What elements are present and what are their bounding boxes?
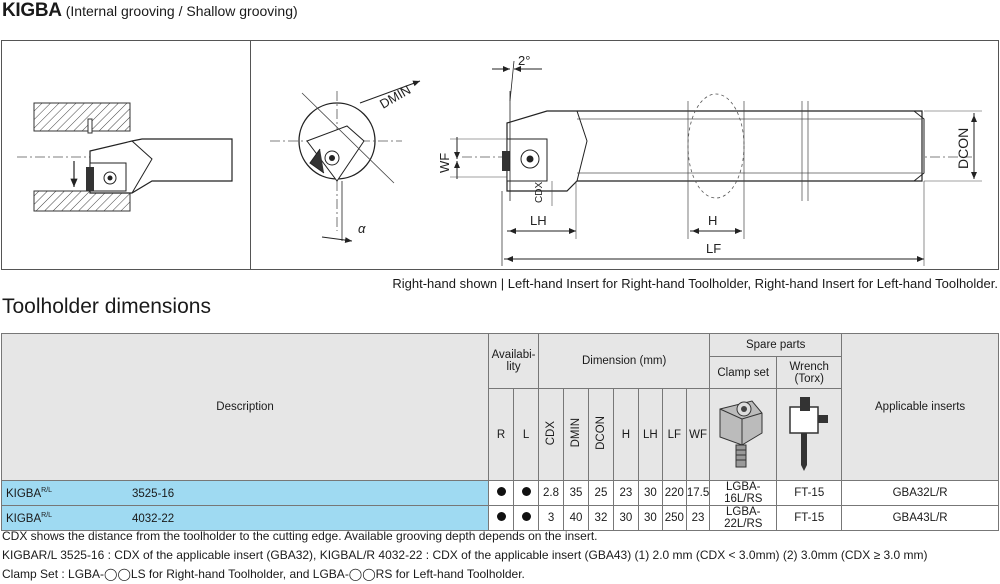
header-dimension: Dimension (mm) xyxy=(538,333,711,389)
header-availability-line2: lity xyxy=(506,361,521,373)
dcon-label: DCON xyxy=(955,128,971,169)
hand-suffix: R/L xyxy=(41,511,53,519)
header-wrench: Wrench (Torx) xyxy=(776,356,843,389)
note-1: CDX shows the distance from the toolhold… xyxy=(2,529,598,543)
availability-l xyxy=(513,505,540,531)
wf-cell: 17.5 xyxy=(685,480,711,506)
availability-dot-l xyxy=(521,487,531,496)
clamp-set-icon xyxy=(719,400,763,468)
header-spare-parts: Spare parts xyxy=(709,333,843,357)
header-dcon-cell: DCON xyxy=(587,388,614,481)
wrench-icon xyxy=(789,397,829,471)
side-view: 2° WF CDX LH H LF DCON xyxy=(437,53,982,266)
hand-suffix: R/L xyxy=(41,486,53,494)
model-name: KIGBA xyxy=(6,512,42,525)
header-l: L xyxy=(513,388,540,481)
header-lf: LF xyxy=(661,388,687,481)
dimensions-table: Description Availabi-lity Dimension (mm)… xyxy=(0,333,999,531)
page-header: KIGBA(Internal grooving / Shallow groovi… xyxy=(2,0,298,26)
availability-dot-l xyxy=(521,512,531,521)
notes: CDX shows the distance from the toolhold… xyxy=(2,527,928,584)
wf-cell: 23 xyxy=(685,505,711,531)
header-lh: LH xyxy=(637,388,663,481)
product-title: KIGBA xyxy=(2,0,62,21)
availability-r xyxy=(488,480,515,506)
description-cell: KIGBAR/L 3525-16 xyxy=(0,480,490,506)
dmin-label: DMIN xyxy=(377,82,413,112)
dmin-cell: 35 xyxy=(563,480,589,506)
clamp-set-cell: LGBA-22L/RS xyxy=(709,505,778,531)
header-h: H xyxy=(612,388,639,481)
header-cdx-cell: CDX xyxy=(538,388,564,481)
dcon-cell: 25 xyxy=(587,480,614,506)
wrench-cell: FT-15 xyxy=(776,480,843,506)
lh-label: LH xyxy=(530,213,547,228)
availability-dot-r xyxy=(496,512,506,521)
lf-label: LF xyxy=(706,241,721,256)
angle-label: 2° xyxy=(518,53,530,68)
header-r: R xyxy=(488,388,515,481)
workpiece-section xyxy=(17,102,233,212)
h-label: H xyxy=(708,213,717,228)
cdx-cell: 3 xyxy=(538,505,564,531)
header-availability: Availabi-lity xyxy=(488,333,540,389)
lf-cell: 220 xyxy=(661,480,687,506)
lf-cell: 250 xyxy=(661,505,687,531)
technical-drawing: DMIN α 2° xyxy=(1,40,999,270)
end-view: DMIN α xyxy=(270,80,421,244)
drawing-svg: DMIN α 2° xyxy=(17,53,982,266)
h-cell: 30 xyxy=(612,505,639,531)
header-availability-line1: Availabi- xyxy=(491,349,536,361)
dmin-cell: 40 xyxy=(563,505,589,531)
header-dcon: DCON xyxy=(594,416,607,450)
header-clamp-set: Clamp set xyxy=(709,356,778,389)
wrench-image xyxy=(776,388,843,481)
model-code: 3525-16 xyxy=(132,487,175,500)
drawing-divider xyxy=(250,41,251,269)
cdx-label: CDX xyxy=(534,182,545,203)
model-name: KIGBA xyxy=(6,487,42,500)
header-wf: WF xyxy=(685,388,711,481)
note-2: KIGBAR/L 3525-16 : CDX of the applicable… xyxy=(2,548,928,562)
clamp-set-cell: LGBA-16L/RS xyxy=(709,480,778,506)
header-dmin: DMIN xyxy=(569,418,582,448)
insert-cell: GBA43L/R xyxy=(841,505,999,531)
header-cdx: CDX xyxy=(545,420,558,446)
section-title: Toolholder dimensions xyxy=(2,295,211,318)
cdx-cell: 2.8 xyxy=(538,480,564,506)
availability-l xyxy=(513,480,540,506)
insert-cell: GBA32L/R xyxy=(841,480,999,506)
note-3: Clamp Set : LGBA-◯◯LS for Right-hand Too… xyxy=(2,567,525,581)
header-dmin-cell: DMIN xyxy=(563,388,589,481)
clamp-set-image xyxy=(709,388,778,481)
lh-cell: 30 xyxy=(637,480,663,506)
h-cell: 23 xyxy=(612,480,639,506)
alpha-label: α xyxy=(358,221,366,236)
model-code: 4032-22 xyxy=(132,512,175,525)
wrench-cell: FT-15 xyxy=(776,505,843,531)
availability-dot-r xyxy=(496,487,506,496)
header-applicable-inserts: Applicable inserts xyxy=(841,333,999,481)
drawing-caption: Right-hand shown | Left-hand Insert for … xyxy=(392,276,998,291)
wf-label: WF xyxy=(437,153,452,173)
description-cell: KIGBAR/L 4032-22 xyxy=(0,505,490,531)
product-subtitle: (Internal grooving / Shallow grooving) xyxy=(65,3,298,19)
dcon-cell: 32 xyxy=(587,505,614,531)
header-description: Description xyxy=(0,333,490,481)
